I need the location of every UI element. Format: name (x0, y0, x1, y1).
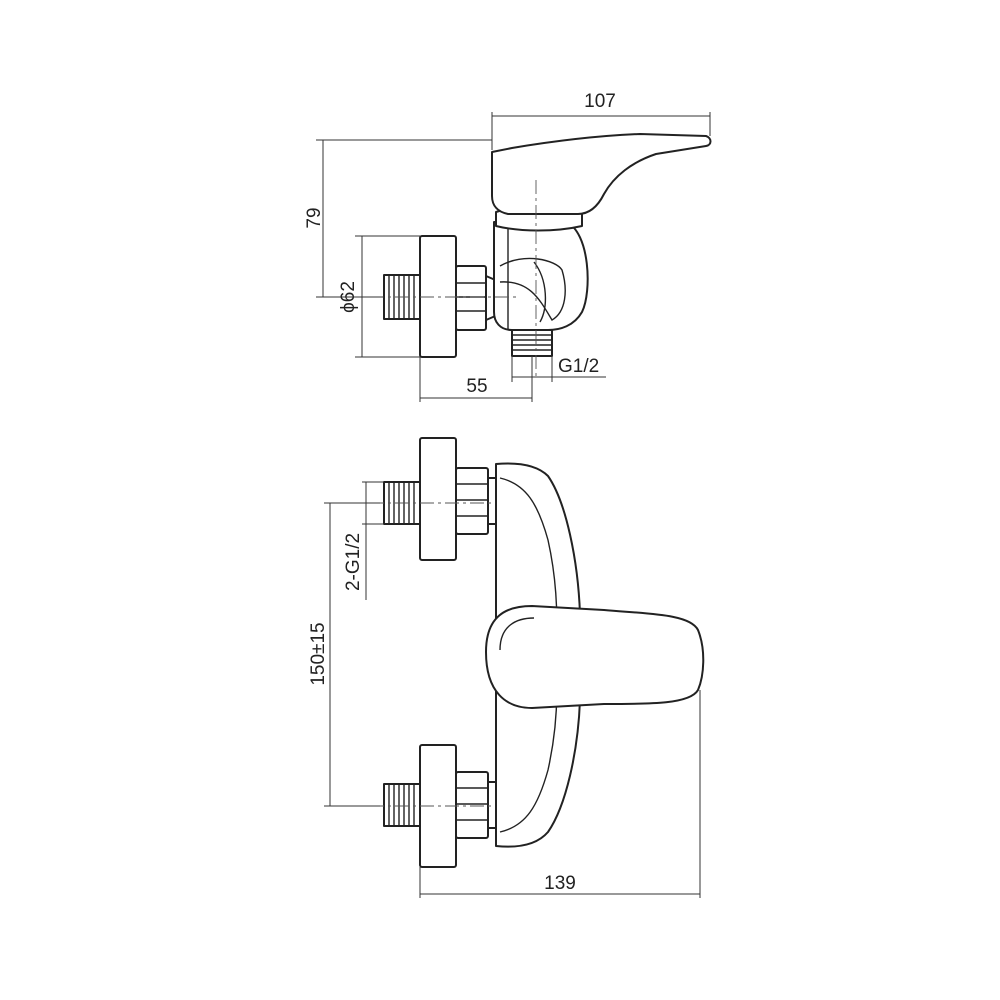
front-lower-inlet (370, 744, 500, 868)
dim-inlet-threads-label: 2-G1/2 (343, 533, 364, 591)
front-upper-inlet (370, 437, 500, 561)
dim-overall-width-label: 139 (544, 873, 576, 894)
dim-flange-diameter-label: ϕ62 (338, 281, 359, 313)
dim-outlet-thread (511, 356, 606, 382)
dim-top-width-label: 107 (584, 91, 616, 112)
side-wall-flange (419, 235, 457, 358)
dim-inlet-threads (362, 481, 384, 600)
front-view (370, 437, 705, 868)
front-lever-handle (485, 605, 705, 709)
dim-offset-label: 55 (466, 376, 487, 397)
side-lever-handle (491, 133, 712, 215)
dim-height (316, 139, 492, 298)
dim-offset (419, 356, 533, 402)
dim-outlet-thread-label: G1/2 (558, 356, 599, 377)
side-outlet-thread (511, 329, 553, 357)
dim-overall-width (419, 690, 701, 898)
dim-flange-diameter (355, 235, 420, 358)
dim-inlet-spacing-label: 150±15 (308, 622, 329, 685)
dim-top-width (491, 112, 711, 150)
side-view (370, 133, 712, 380)
dim-inlet-spacing (324, 502, 380, 807)
dim-height-label: 79 (304, 207, 325, 228)
side-hex-nut (455, 265, 487, 331)
